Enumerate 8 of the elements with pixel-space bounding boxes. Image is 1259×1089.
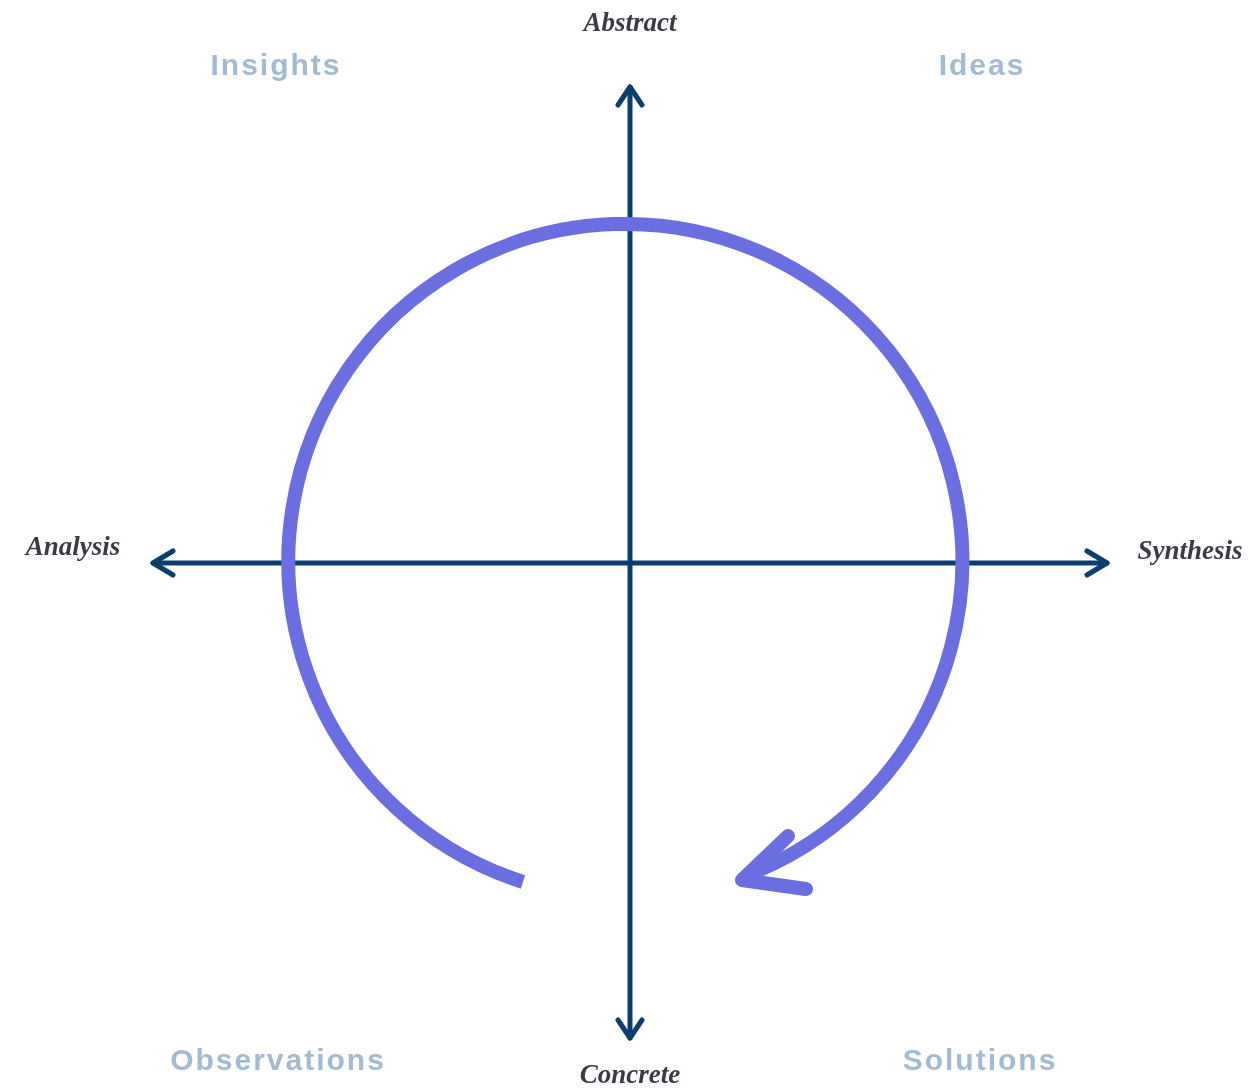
- axis-label: Synthesis: [1137, 534, 1243, 566]
- axis-label: Concrete: [579, 1058, 681, 1089]
- quadrant-label: Ideas: [938, 48, 1026, 82]
- quadrant-label: Observations: [170, 1043, 386, 1077]
- quadrant-label: Insights: [210, 48, 342, 82]
- quadrant-label: Solutions: [902, 1043, 1058, 1077]
- axis-label: Abstract: [583, 6, 677, 38]
- axis-label: Analysis: [25, 530, 121, 562]
